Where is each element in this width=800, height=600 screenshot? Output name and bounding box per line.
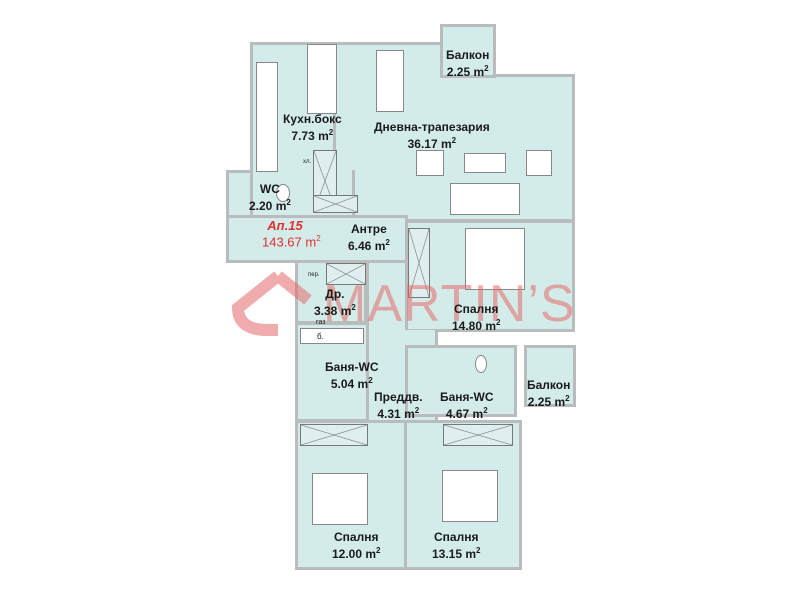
apartment-name: Ап.15 (267, 218, 303, 233)
armchair (526, 150, 552, 176)
room-name: Спалня (434, 530, 479, 544)
room-area: 2.25 m (446, 65, 485, 79)
apartment-area-value: 143.67 m (262, 234, 317, 250)
bed (465, 228, 525, 290)
unit-sup: 2 (451, 136, 457, 145)
apartment-area-sup: 2 (316, 234, 321, 243)
room-balcony-right (524, 345, 576, 407)
wardrobe (443, 424, 513, 446)
room-area: 36.17 m (407, 137, 452, 151)
unit-sup: 2 (483, 406, 488, 415)
unit-sup: 2 (351, 303, 356, 312)
coffee-table (464, 153, 506, 173)
label-wc: WC 2.20 m2 (249, 182, 291, 213)
unit-sup: 2 (565, 394, 570, 403)
room-area: 12.00 m (332, 547, 377, 561)
room-name: Балкон (446, 48, 490, 62)
label-kitchen: Кухн.бокс 7.73 m2 (283, 112, 342, 143)
label-balcony-top: Балкон 2.25 m2 (446, 48, 489, 79)
toilet (276, 184, 290, 202)
unit-sup: 2 (496, 318, 501, 327)
label-entrance: Антре 6.46 m2 (348, 222, 390, 253)
room-area: 14.80 m (452, 319, 497, 333)
room-bath-2 (405, 345, 517, 417)
unit-sup: 2 (328, 128, 334, 137)
room-name: Дневна-трапезария (374, 120, 490, 134)
label-balcony-right: Балкон 2.25 m2 (527, 378, 570, 409)
label-hall: Преддв. 4.31 m2 (374, 390, 423, 421)
kitchen-counter (256, 62, 278, 172)
watermark-text: MARTIN’S (323, 275, 576, 333)
label-bedroom-3: Спалня 13.15 m2 (432, 530, 481, 561)
storage-shelf-label: пер. (308, 272, 320, 278)
room-area: 6.46 m (348, 239, 386, 253)
kitchen-island (307, 44, 337, 114)
wardrobe (408, 228, 430, 298)
bathtub (300, 328, 364, 344)
sofa (450, 183, 520, 215)
unit-sup: 2 (368, 376, 373, 385)
label-bath-2: Баня-WC 4.67 m2 (440, 390, 494, 421)
label-living: Дневна-трапезария 36.17 m2 (374, 120, 490, 151)
house-logo-icon (231, 271, 312, 336)
wardrobe (313, 195, 358, 213)
room-area: 3.38 m (314, 304, 352, 318)
label-bedroom-2: Спалня 12.00 m2 (332, 530, 381, 561)
room-area: 4.31 m (377, 407, 415, 421)
room-area: 13.15 m (432, 547, 477, 561)
unit-sup: 2 (385, 238, 390, 247)
room-name: Антре (351, 222, 387, 236)
room-name: Баня-WC (440, 390, 494, 404)
room-area: 2.20 m (249, 199, 287, 213)
closet-label: хл. (303, 159, 312, 165)
room-name: Спалня (454, 302, 499, 316)
wardrobe (300, 424, 368, 446)
room-area: 2.25 m (527, 395, 566, 409)
storage-shelf (326, 263, 366, 285)
room-name: Баня-WC (325, 360, 379, 374)
room-name: WC (259, 182, 280, 196)
gas-label: газ (316, 319, 326, 326)
room-name: Спалня (334, 530, 379, 544)
room-area: 7.73 m (291, 129, 329, 143)
label-storage: Др. 3.38 m2 (314, 287, 356, 318)
unit-sup: 2 (286, 198, 291, 207)
boiler-label: б. (317, 332, 324, 341)
toilet (475, 355, 487, 373)
unit-sup: 2 (376, 546, 381, 555)
label-bath-1: Баня-WC 5.04 m2 (325, 360, 379, 391)
bed (312, 473, 368, 525)
room-name: Др. (325, 287, 345, 301)
martins-watermark: MARTIN’S (228, 268, 588, 338)
dining-table (376, 50, 404, 112)
room-name: Балкон (527, 378, 571, 392)
room-area: 5.04 m (330, 377, 369, 391)
unit-sup: 2 (414, 406, 420, 415)
armchair (416, 150, 444, 176)
bed (442, 470, 498, 522)
unit-sup: 2 (476, 546, 481, 555)
room-balcony-top (440, 24, 496, 78)
apartment-area: 143.67 m2 (262, 234, 321, 249)
unit-sup: 2 (484, 64, 489, 73)
room-area: 4.67 m (445, 407, 484, 421)
room-name: Кухн.бокс (283, 112, 342, 126)
label-bedroom-1: Спалня 14.80 m2 (452, 302, 501, 333)
room-name: Преддв. (374, 390, 423, 404)
